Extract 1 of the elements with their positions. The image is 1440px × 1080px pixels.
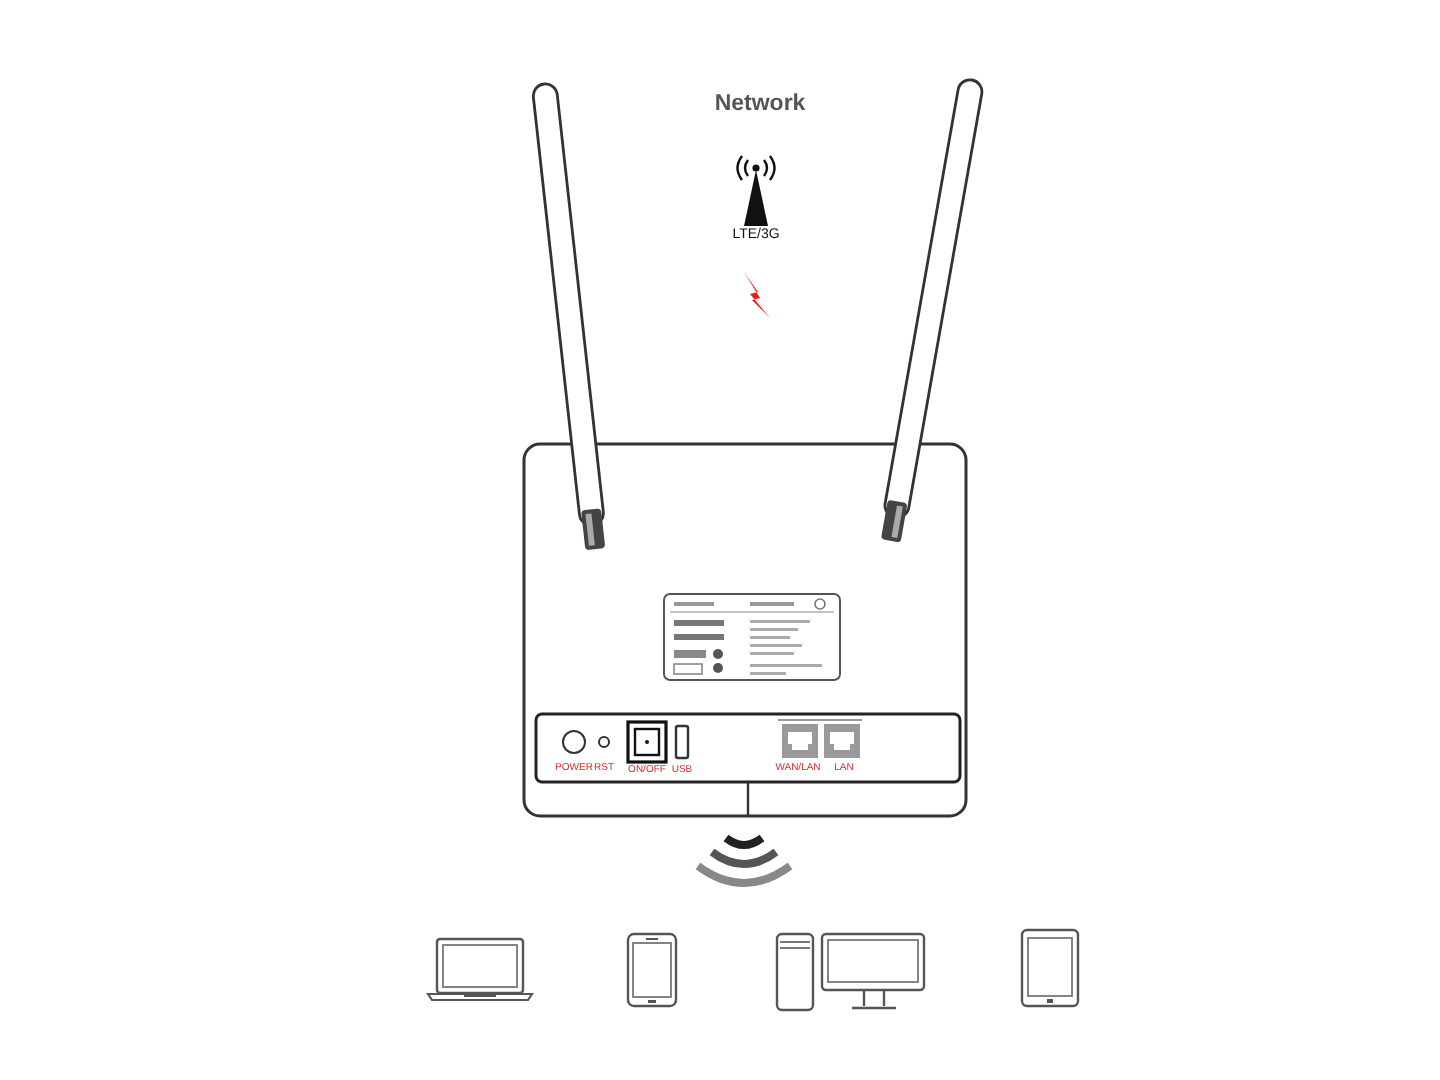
heading: Network	[714, 94, 806, 117]
